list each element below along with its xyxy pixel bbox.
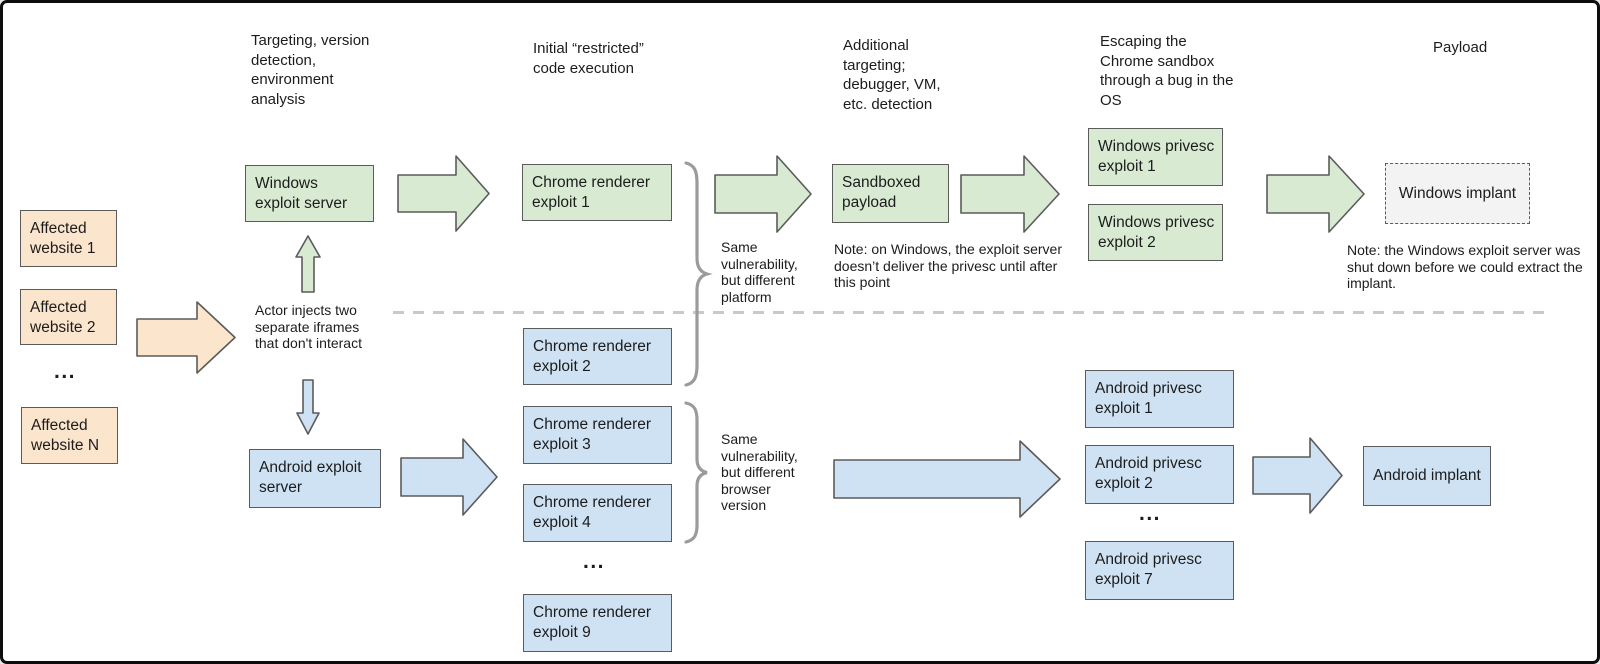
stage-header-targeting: Targeting, version detection, environmen… (251, 32, 370, 108)
windows-implant-note: Note: the Windows exploit server was shu… (1347, 242, 1583, 291)
android-privesc-exploit-7-box: Android privesc exploit 7 (1085, 541, 1234, 600)
android-exploit-server-box: Android exploit server (249, 449, 381, 508)
stage-header-additional-targeting: Additional targeting; debugger, VM, etc.… (843, 37, 941, 113)
brace-same-vulnerability-browser (684, 401, 708, 544)
renderer-to-sandboxed-arrow (714, 155, 812, 233)
ellipsis-renderer-exploits: ... (583, 550, 606, 573)
android-privesc-exploit-2-box: Android privesc exploit 2 (1085, 445, 1234, 504)
same-vuln-platform-note: Same vulnerability, but different platfo… (721, 239, 798, 305)
stage-header-sandbox-escape: Escaping the Chrome sandbox through a bu… (1100, 33, 1234, 109)
windows-exploit-server-box: Windows exploit server (245, 165, 374, 222)
windows-privesc-note: Note: on Windows, the exploit server doe… (834, 241, 1062, 290)
chrome-renderer-exploit-4-box: Chrome renderer exploit 4 (523, 484, 672, 542)
chrome-renderer-exploit-3-box: Chrome renderer exploit 3 (523, 406, 672, 464)
windows-privesc-exploit-2-box: Windows privesc exploit 2 (1088, 204, 1223, 261)
privesc-to-windows-implant-arrow (1266, 155, 1365, 233)
stage-header-payload: Payload (1433, 39, 1488, 56)
same-vuln-browser-note: Same vulnerability, but different browse… (721, 431, 798, 513)
stage-header-initial-execution: Initial “restricted” code execution (533, 40, 644, 77)
chrome-renderer-exploit-2-box: Chrome renderer exploit 2 (523, 328, 672, 385)
chrome-renderer-exploit-1-box: Chrome renderer exploit 1 (522, 164, 672, 221)
windows-implant-box: Windows implant (1385, 163, 1530, 224)
windows-server-to-renderer-arrow (397, 155, 490, 232)
inject-windows-up-arrow (295, 235, 321, 293)
sandboxed-payload-box: Sandboxed payload (832, 164, 949, 223)
android-privesc-exploit-1-box: Android privesc exploit 1 (1085, 370, 1234, 428)
affected-website-2-box: Affected website 2 (20, 289, 117, 345)
chrome-renderer-exploit-9-box: Chrome renderer exploit 9 (523, 594, 672, 652)
android-privesc-to-implant-arrow (1252, 437, 1343, 514)
android-server-to-renderer-arrow (400, 438, 498, 516)
ellipsis-websites: ... (54, 360, 77, 383)
websites-to-servers-arrow (136, 301, 236, 374)
actor-note: Actor injects two separate iframes that … (255, 302, 362, 351)
android-implant-box: Android implant (1363, 446, 1491, 506)
sandboxed-to-privesc-arrow (960, 155, 1060, 233)
affected-website-n-box: Affected website N (21, 407, 118, 464)
platform-divider (393, 311, 1545, 314)
windows-privesc-exploit-1-box: Windows privesc exploit 1 (1088, 128, 1223, 186)
renderer-to-android-privesc-arrow (833, 440, 1061, 518)
ellipsis-android-privesc: ... (1139, 502, 1162, 525)
affected-website-1-box: Affected website 1 (20, 210, 117, 267)
inject-android-down-arrow (296, 379, 320, 435)
brace-same-vulnerability-platform (684, 161, 713, 387)
